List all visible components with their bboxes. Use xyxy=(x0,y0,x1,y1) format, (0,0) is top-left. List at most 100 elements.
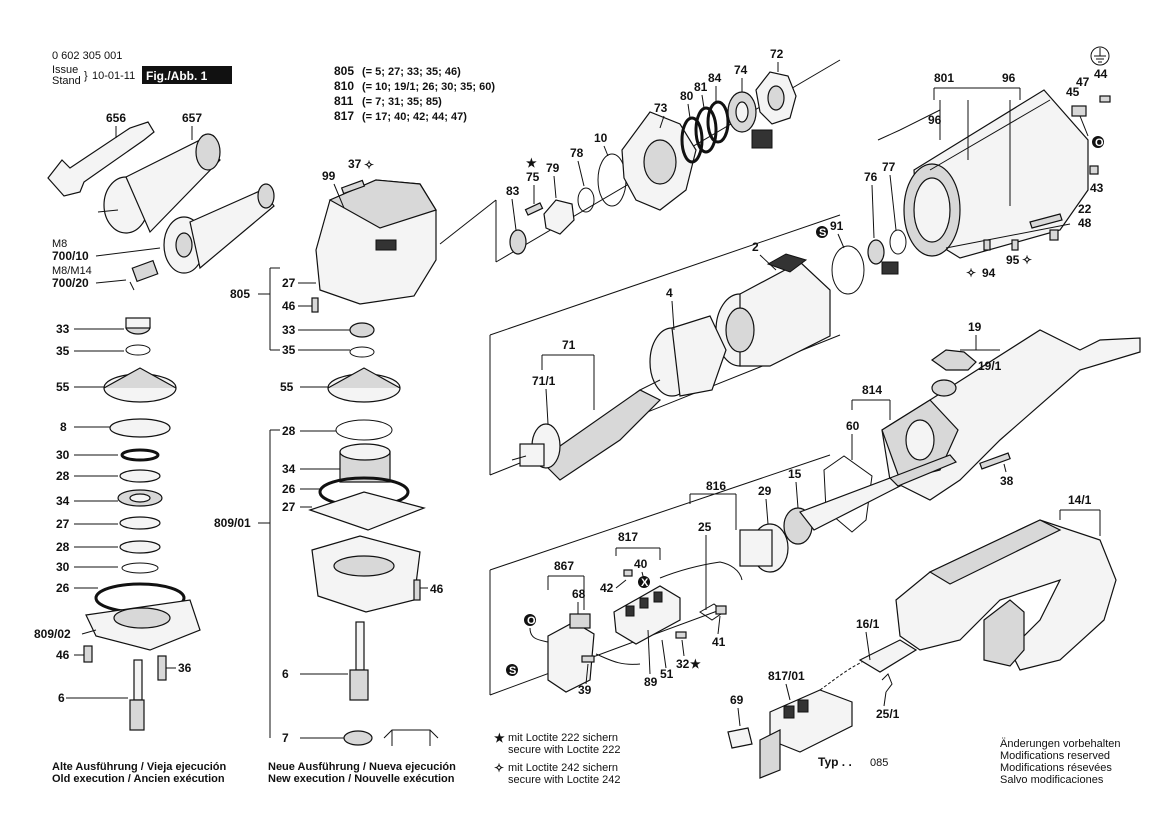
bracket-817 xyxy=(615,547,661,560)
label-84: 84 xyxy=(708,71,722,85)
loctite242-line2: secure with Loctite 242 xyxy=(508,774,621,786)
label-68: 68 xyxy=(572,587,586,601)
old-36: 36 xyxy=(178,661,192,675)
bracket-71 xyxy=(541,354,595,410)
spanner-656 xyxy=(47,121,155,197)
legend-filled-star: ★ xyxy=(494,731,505,745)
screw-700-20 xyxy=(129,259,159,291)
cable-16-1 xyxy=(819,639,918,691)
label-78: 78 xyxy=(570,146,584,160)
brace: } xyxy=(84,70,88,82)
label-25-1: 25/1 xyxy=(876,707,900,721)
old-28b: 28 xyxy=(56,540,70,554)
label-14-1: 14/1 xyxy=(1068,493,1092,507)
label-700-10: 700/10 xyxy=(52,249,89,263)
old-34: 34 xyxy=(56,494,70,508)
old-33: 33 xyxy=(56,322,70,336)
stand-label: Stand xyxy=(52,75,81,87)
label-25: 25 xyxy=(698,520,712,534)
fig-label-box xyxy=(142,66,232,84)
new-26: 26 xyxy=(282,482,296,496)
kit-817-code: 817 xyxy=(334,109,354,123)
label-39: 39 xyxy=(578,683,592,697)
earth-icon xyxy=(1090,46,1110,66)
label-2: 2 xyxy=(752,240,759,254)
old-55: 55 xyxy=(56,380,70,394)
bracket-805 xyxy=(258,267,280,351)
old-26: 26 xyxy=(56,581,70,595)
label-m8: M8 xyxy=(52,238,67,250)
issue-date: 10-01-11 xyxy=(92,70,135,82)
changes-line1: Änderungen vorbehalten xyxy=(1000,738,1120,750)
circle-s-icon-bottom: S xyxy=(506,664,518,677)
old-27: 27 xyxy=(56,517,70,531)
gear-housing-99 xyxy=(315,179,437,305)
label-41: 41 xyxy=(712,635,726,649)
label-71-1: 71/1 xyxy=(532,374,556,388)
label-48: 48 xyxy=(1078,216,1092,230)
label-89: 89 xyxy=(644,675,658,689)
label-96a: 96 xyxy=(1002,71,1016,85)
terminal-block-817-01 xyxy=(759,689,853,779)
new-28: 28 xyxy=(282,424,296,438)
new-35: 35 xyxy=(282,343,296,357)
handle-700-10 xyxy=(163,183,275,274)
label-40: 40 xyxy=(634,557,648,571)
kit-817-contents: (= 17; 40; 42; 44; 47) xyxy=(362,111,467,123)
label-99: 99 xyxy=(322,169,336,183)
label-42: 42 xyxy=(600,581,614,595)
label-77: 77 xyxy=(882,160,896,174)
circle-o-icon-top: O xyxy=(1092,136,1104,149)
loctite222-line1: mit Loctite 222 sichern xyxy=(508,732,618,744)
loctite242-line1: mit Loctite 242 sichern xyxy=(508,762,618,774)
field-stator-2 xyxy=(715,253,831,367)
label-75: 75 xyxy=(526,170,540,184)
label-38: 38 xyxy=(1000,474,1014,488)
old-35: 35 xyxy=(56,344,70,358)
bracket-14-1 xyxy=(1059,509,1101,536)
label-16-1: 16/1 xyxy=(856,617,880,631)
new-55: 55 xyxy=(280,380,294,394)
new-33: 33 xyxy=(282,323,296,337)
label-51: 51 xyxy=(660,667,674,681)
kit-811-code: 811 xyxy=(334,94,354,108)
shaft-15 xyxy=(739,454,957,573)
circle-o-icon-bottom: O xyxy=(524,614,536,627)
label-816: 816 xyxy=(706,479,726,493)
label-817-01: 817/01 xyxy=(768,669,805,683)
label-45: 45 xyxy=(1066,85,1080,99)
label-76: 76 xyxy=(864,170,878,184)
star-32: ★ xyxy=(690,657,701,671)
armature-71 xyxy=(511,379,662,481)
star-37: ✧ xyxy=(364,158,374,172)
svg-text:X: X xyxy=(641,577,649,589)
label-m8m14: M8/M14 xyxy=(52,265,92,277)
svg-text:S: S xyxy=(819,227,826,239)
label-15: 15 xyxy=(788,467,802,481)
new-27a: 27 xyxy=(282,276,296,290)
new-7: 7 xyxy=(282,731,289,745)
label-809-01: 809/01 xyxy=(214,516,251,530)
label-29: 29 xyxy=(758,484,772,498)
changes-line3: Modifications résevées xyxy=(1000,762,1112,774)
label-95: 95 xyxy=(1006,253,1020,267)
motor-housing-801 xyxy=(903,89,1089,259)
label-96b: 96 xyxy=(928,113,942,127)
typ-value: 085 xyxy=(870,757,888,769)
label-22: 22 xyxy=(1078,202,1092,216)
old-46: 46 xyxy=(56,648,70,662)
star-79: ★ xyxy=(526,156,537,170)
label-4: 4 xyxy=(666,286,673,300)
new-6: 6 xyxy=(282,667,289,681)
label-817: 817 xyxy=(618,530,638,544)
label-43: 43 xyxy=(1090,181,1104,195)
kit-list: 805 (= 5; 27; 33; 35; 46) 810 (= 10; 19/… xyxy=(334,64,495,123)
switch-module xyxy=(613,585,681,645)
svg-text:O: O xyxy=(1095,137,1104,149)
legend-outline-star: ✧ xyxy=(494,761,504,775)
label-10: 10 xyxy=(594,131,608,145)
label-656: 656 xyxy=(106,111,126,125)
label-81: 81 xyxy=(694,80,708,94)
svg-text:S: S xyxy=(509,665,516,677)
label-19: 19 xyxy=(968,320,982,334)
